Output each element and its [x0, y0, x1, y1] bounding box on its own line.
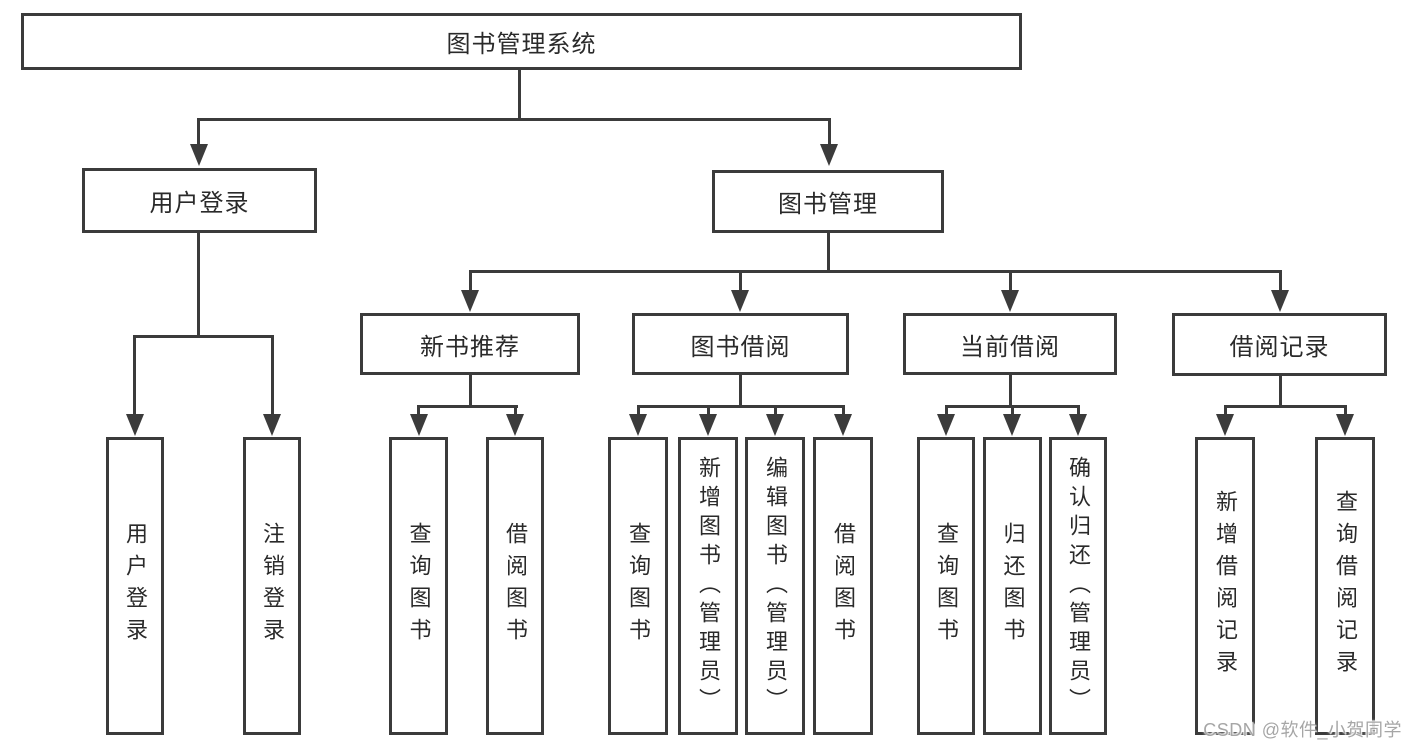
node-query-borrow-record: 查询借阅记录: [1315, 437, 1375, 735]
connector-g3c3-shaft: [1077, 405, 1080, 416]
arrowhead-g1c1-icon: [410, 414, 428, 436]
connector-g1-stem: [469, 375, 472, 407]
connector-g1-shaft: [469, 270, 472, 294]
connector-userlogin-shaft: [197, 118, 200, 148]
connector-g2c4-shaft: [842, 405, 845, 416]
arrowhead-g4c1-icon: [1216, 414, 1234, 436]
node-user-login-leaf: 用户登录: [106, 437, 164, 735]
connector-g2-shaft: [739, 270, 742, 294]
arrowhead-g3c1-icon: [937, 414, 955, 436]
connector-l3-horizontal: [469, 270, 1282, 273]
arrowhead-g2c2-icon: [699, 414, 717, 436]
arrowhead-g2c1-icon: [629, 414, 647, 436]
arrowhead-g4c2-icon: [1336, 414, 1354, 436]
connector-root-stem: [518, 69, 521, 121]
node-book-management: 图书管理: [712, 170, 944, 233]
connector-g4-stem: [1279, 376, 1282, 407]
connector-g4-horizontal: [1224, 405, 1347, 408]
connector-login-child2-shaft: [271, 335, 274, 417]
arrowhead-userlogin-icon: [190, 144, 208, 166]
connector-bookmgmt-stem: [827, 232, 830, 272]
arrowhead-g4-icon: [1271, 290, 1289, 312]
node-book-borrow: 图书借阅: [632, 313, 849, 375]
arrowhead-login-child1-icon: [126, 414, 144, 436]
arrowhead-g2-icon: [731, 290, 749, 312]
connector-g2-horizontal: [637, 405, 845, 408]
node-add-books-admin: 新增图书（管理员）: [678, 437, 738, 735]
node-confirm-return-admin: 确认归还（管理员）: [1049, 437, 1107, 735]
node-borrow-records: 借阅记录: [1172, 313, 1387, 376]
node-root: 图书管理系统: [21, 13, 1022, 70]
arrowhead-g2c3-icon: [766, 414, 784, 436]
connector-g3-stem: [1009, 375, 1012, 407]
node-return-books: 归还图书: [983, 437, 1042, 735]
node-add-borrow-record: 新增借阅记录: [1195, 437, 1255, 735]
arrowhead-login-child2-icon: [263, 414, 281, 436]
arrowhead-g2c4-icon: [834, 414, 852, 436]
connector-g3c1-shaft: [945, 405, 948, 416]
connector-g2c1-shaft: [637, 405, 640, 416]
node-query-books-3: 查询图书: [917, 437, 975, 735]
connector-g4c2-shaft: [1344, 405, 1347, 416]
connector-login-child1-shaft: [133, 335, 136, 417]
connector-g4-shaft: [1279, 270, 1282, 294]
connector-g3c2-shaft: [1011, 405, 1014, 416]
connector-g2c3-shaft: [774, 405, 777, 416]
connector-userlogin-stem: [197, 233, 200, 337]
watermark: CSDN @软件_小贺同学: [1203, 720, 1402, 740]
connector-bookmgmt-shaft: [828, 118, 831, 148]
node-query-books-1: 查询图书: [389, 437, 448, 735]
node-new-book-recommend: 新书推荐: [360, 313, 580, 375]
node-edit-books-admin: 编辑图书（管理员）: [745, 437, 805, 735]
arrowhead-bookmgmt-icon: [820, 144, 838, 166]
connector-g1c1-shaft: [417, 405, 420, 416]
connector-userlogin-horizontal: [133, 335, 274, 338]
node-user-login: 用户登录: [82, 168, 317, 233]
node-query-books-2: 查询图书: [608, 437, 668, 735]
node-borrow-books-1: 借阅图书: [486, 437, 544, 735]
connector-g1-horizontal: [417, 405, 518, 408]
node-borrow-books-2: 借阅图书: [813, 437, 873, 735]
connector-g3-shaft: [1009, 270, 1012, 294]
arrowhead-g1-icon: [461, 290, 479, 312]
node-logout: 注销登录: [243, 437, 301, 735]
connector-g2c2-shaft: [707, 405, 710, 416]
connector-l1-horizontal: [198, 118, 831, 121]
arrowhead-g3c3-icon: [1069, 414, 1087, 436]
arrowhead-g3-icon: [1001, 290, 1019, 312]
connector-g4c1-shaft: [1224, 405, 1227, 416]
arrowhead-g1c2-icon: [506, 414, 524, 436]
connector-g2-stem: [739, 375, 742, 407]
node-current-borrow: 当前借阅: [903, 313, 1117, 375]
arrowhead-g3c2-icon: [1003, 414, 1021, 436]
connector-g1c2-shaft: [514, 405, 517, 416]
